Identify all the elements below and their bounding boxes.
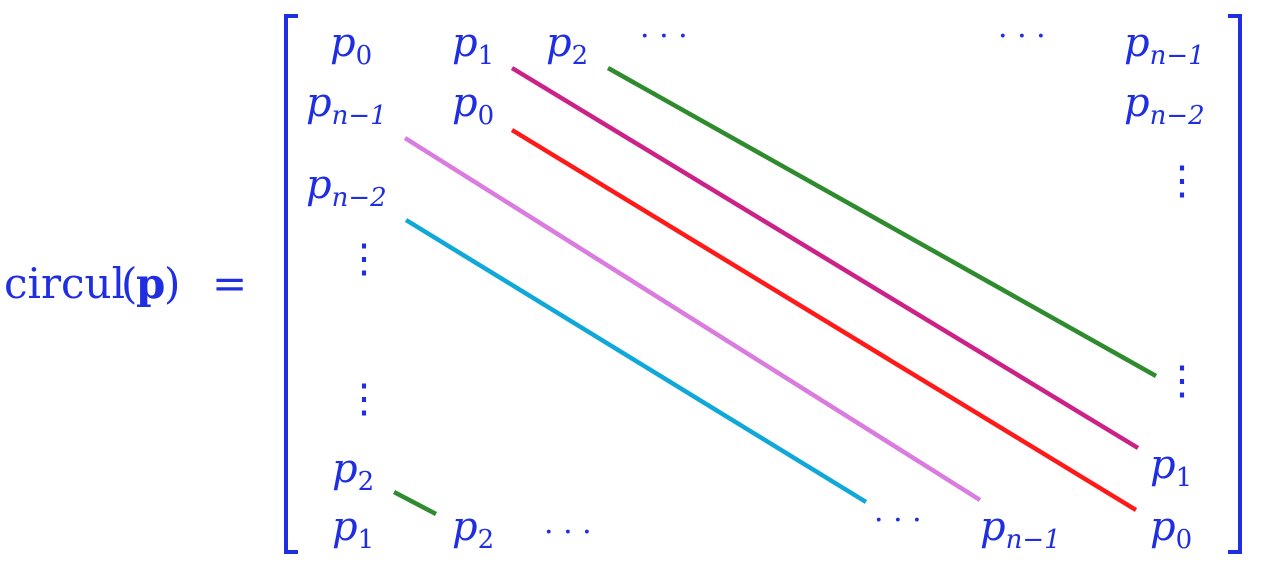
lhs-open-paren: ( <box>121 259 137 308</box>
entry-base: p <box>546 20 572 66</box>
entry-subscript: 2 <box>572 41 589 71</box>
entry-subscript: 2 <box>478 525 495 555</box>
matrix-entry-r6c0: p2 <box>332 446 374 497</box>
entry-base: p <box>330 20 356 66</box>
entry-subscript: n−2 <box>332 183 387 213</box>
left-bracket <box>284 14 298 554</box>
entry-subscript: 0 <box>478 101 495 131</box>
matrix-entry-r2c0: pn−2 <box>306 162 387 213</box>
lhs-close-paren: ) <box>164 259 180 308</box>
matrix-entry-r7cn1: pn−1 <box>980 504 1061 555</box>
pink-diagonal <box>403 136 982 502</box>
entry-base: p <box>306 162 332 208</box>
entry-subscript: n−1 <box>332 101 387 131</box>
entry-subscript: 0 <box>1176 525 1193 555</box>
green-diagonal-wrap <box>392 490 438 516</box>
green-diagonal-main <box>606 66 1158 378</box>
entry-base: p <box>1124 80 1150 126</box>
lhs-argument-vector: p <box>136 259 165 308</box>
entry-subscript: 1 <box>478 41 495 71</box>
entry-base: p <box>980 504 1006 550</box>
entry-base: p <box>306 80 332 126</box>
entry-base: p <box>1150 442 1176 488</box>
red-diagonal <box>510 128 1138 512</box>
diagonal-lines <box>392 66 1158 516</box>
entry-subscript: n−2 <box>1150 101 1205 131</box>
matrix-vdots-left-1: ⋮ <box>344 236 384 282</box>
matrix-hdots-r7-1: · · · <box>544 515 592 550</box>
matrix-hdots-r0-1: · · · <box>640 19 688 54</box>
equals-sign: = <box>212 259 247 308</box>
right-bracket <box>1228 14 1242 554</box>
matrix-entry-r6cn: p1 <box>1150 442 1192 493</box>
lhs-function-name: circul <box>4 259 125 308</box>
matrix-entry-r1cn: pn−2 <box>1124 80 1205 131</box>
entry-base: p <box>332 504 358 550</box>
entry-subscript: n−1 <box>1006 525 1061 555</box>
matrix-entry-r7c0: p1 <box>332 504 374 555</box>
matrix-entry-r0c1: p1 <box>452 20 494 71</box>
lhs-expression: circul ( p ) = <box>4 259 247 308</box>
matrix-vdots-right-mid: ⋮ <box>1162 358 1202 404</box>
matrix-entry-r7cn: p0 <box>1150 504 1192 555</box>
matrix-entry-r1c1: p0 <box>452 80 494 131</box>
magenta-diagonal <box>510 66 1140 450</box>
matrix-vdots-right-top: ⋮ <box>1162 158 1202 204</box>
matrix-entry-r0c2: p2 <box>546 20 588 71</box>
matrix-entry-r1c0: pn−1 <box>306 80 387 131</box>
matrix-entry-r0cn: pn−1 <box>1124 20 1205 71</box>
matrix-hdots-r7-2: · · · <box>874 503 922 538</box>
cyan-diagonal <box>404 218 868 504</box>
matrix-entry-r7c1: p2 <box>452 504 494 555</box>
matrix-hdots-r0-2: · · · <box>998 19 1046 54</box>
matrix-entries: p0 p1 p2 · · · · · · pn−1 pn−1 p0 pn−2 p… <box>306 19 1205 555</box>
entry-base: p <box>452 20 478 66</box>
entry-subscript: 1 <box>1176 463 1193 493</box>
matrix-vdots-left-2: ⋮ <box>344 376 384 422</box>
matrix-entry-r0c0: p0 <box>330 20 372 71</box>
entry-base: p <box>1150 504 1176 550</box>
matrix-brackets <box>284 14 1242 554</box>
entry-base: p <box>452 80 478 126</box>
entry-subscript: 1 <box>358 525 375 555</box>
entry-base: p <box>332 446 358 492</box>
entry-base: p <box>1124 20 1150 66</box>
entry-subscript: 2 <box>358 467 375 497</box>
entry-subscript: n−1 <box>1150 41 1205 71</box>
entry-base: p <box>452 504 478 550</box>
entry-subscript: 0 <box>356 41 373 71</box>
